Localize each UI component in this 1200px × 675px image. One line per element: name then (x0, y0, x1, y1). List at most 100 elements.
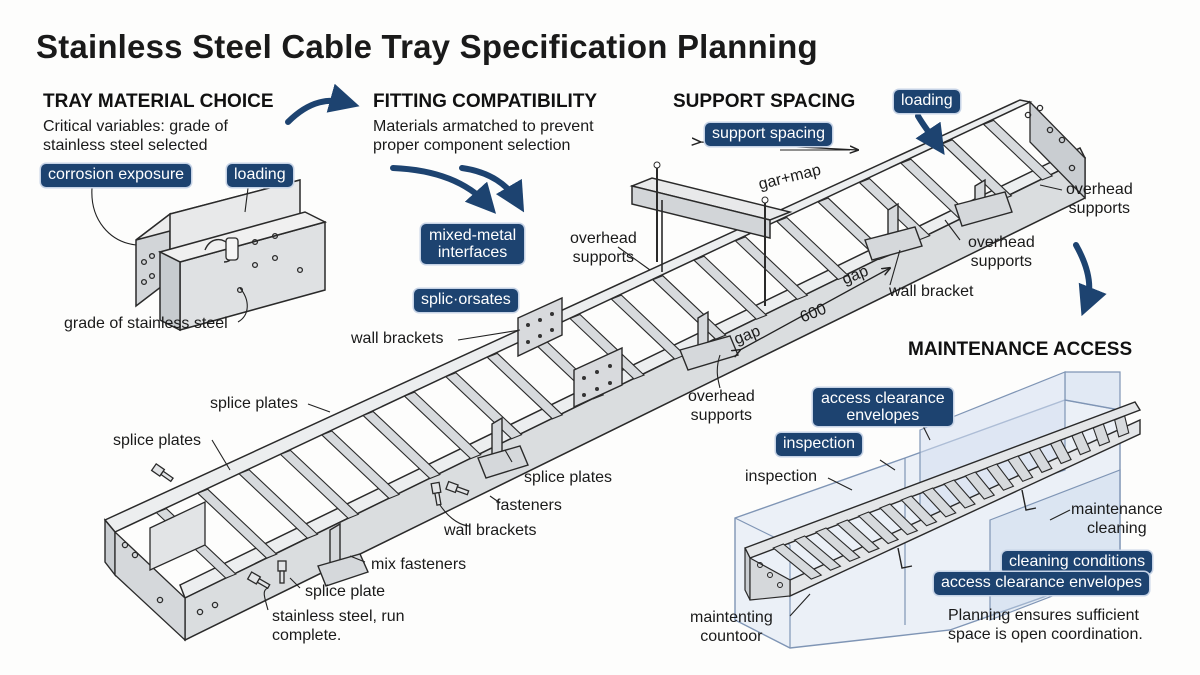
callout-overhead-line1: overhead (968, 234, 1035, 251)
callout-splice-plates-b: splice plates (113, 432, 202, 449)
tray-rung (941, 139, 1013, 201)
tray-rung (879, 503, 919, 536)
fitting-description-line1: Materials armatched to prevent (373, 118, 594, 135)
callout-run-complete-line1: stainless steel, run (272, 608, 405, 625)
tag-support-spacing: support spacing (705, 123, 832, 146)
main-tray-rungs (155, 119, 1054, 579)
tray-rung (943, 479, 976, 509)
callout-mix-fasteners: mix fasteners (371, 556, 467, 573)
tray-rung (814, 527, 861, 562)
tag-mixed-metal-line1: mixed-metal (429, 227, 517, 244)
section-heading-material: TRAY MATERIAL CHOICE (43, 91, 274, 112)
callout-overhead-line1: overhead (688, 388, 755, 405)
tray-rung (1071, 431, 1092, 456)
main-ladder-tray (103, 99, 1087, 642)
label-inspection: inspection (745, 468, 818, 485)
callout-overhead-supports-bottom: overhead supports (688, 387, 755, 425)
tray-rung (320, 430, 401, 500)
tray-rung (1028, 447, 1053, 474)
callout-overhead-supports-right-top: overhead supports (1066, 180, 1133, 218)
tray-rung (486, 352, 564, 420)
maintenance-note-line2: space is open coordination. (948, 626, 1143, 643)
label-maintenance-line2: cleaning (1087, 520, 1147, 537)
tray-rung (1007, 455, 1034, 483)
callout-overhead-supports-mid: overhead supports (570, 229, 637, 267)
label-grade-of-stainless-steel: grade of stainless steel (64, 315, 228, 332)
section-heading-fitting: FITTING COMPATIBILITY (373, 91, 598, 112)
callout-overhead-line2: supports (572, 249, 635, 266)
tray-rung (964, 471, 996, 500)
callout-splice-plates-a: splice plates (210, 395, 299, 412)
tray-rung (444, 372, 523, 440)
tray-rung (775, 216, 850, 281)
tray-rung (836, 519, 880, 554)
tag-cleaning-conditions: cleaning conditions (1002, 551, 1153, 574)
tag-mixed-metal-line2: interfaces (437, 244, 508, 261)
tag-splice-plates: splic·orsates (414, 289, 518, 312)
tray-rung (900, 495, 938, 527)
flow-arrows (285, 83, 1107, 317)
tray-rung (651, 275, 727, 340)
leader-lines (91, 149, 1071, 617)
tray-rung (982, 119, 1054, 181)
fitting-description-line2: proper component selection (373, 137, 571, 154)
tag-inspection: inspection (776, 433, 863, 456)
callout-splice-plate: splice plate (305, 583, 386, 600)
callout-overhead-line1: overhead (570, 230, 637, 247)
label-contour-line2: countoor (700, 628, 763, 645)
callout-splice-plates-c: splice plates (524, 469, 613, 486)
tray-rung (279, 449, 360, 520)
tag-loading-support: loading (894, 90, 960, 113)
tag-access-clearance-envelopes-bottom: access clearance envelopes (934, 572, 1150, 595)
tag-envelopes-line2: envelopes (846, 407, 920, 424)
label-maintenting-countoor: maintenting countoor (690, 608, 773, 646)
callout-overhead-line2: supports (1068, 200, 1131, 217)
maintenance-tray (744, 401, 1142, 601)
callout-overhead-line1: overhead (1066, 181, 1133, 198)
callout-overhead-line2: supports (690, 407, 753, 424)
splice-plate-lower (573, 346, 623, 409)
callout-wall-bracket: wall bracket (889, 283, 974, 300)
maintenance-note-line1: Planning ensures sufficient (948, 607, 1139, 624)
tray-rung (772, 543, 823, 580)
tray-rung (921, 487, 957, 518)
tag-loading-material: loading (227, 164, 293, 187)
callout-run-complete-line2: complete. (272, 627, 342, 644)
callout-overhead-supports-right-mid: overhead supports (968, 233, 1035, 271)
tray-cross-section (135, 179, 328, 332)
material-description-line1: Critical variables: grade of (43, 118, 228, 135)
tray-rung (793, 535, 842, 571)
overhead-support-frame (629, 161, 793, 306)
callout-wall-brackets-upper: wall brackets (351, 330, 444, 347)
tray-rung (693, 255, 768, 320)
label-maintenance-line1: maintenance (1071, 501, 1163, 518)
tag-mixed-metal-interfaces: mixed-metal interfaces (421, 224, 525, 264)
callout-wall-brackets-lower: wall brackets (444, 522, 537, 539)
callout-overhead-line2: supports (970, 253, 1033, 270)
tray-rung (403, 391, 482, 460)
tray-rung (1092, 423, 1111, 447)
tray-rung (238, 469, 319, 539)
tray-rung (985, 463, 1015, 491)
callout-fasteners: fasteners (496, 497, 562, 514)
tray-rung (734, 236, 809, 301)
tray-rung (1114, 415, 1130, 438)
tray-rung (1049, 439, 1072, 465)
label-contour-line1: maintenting (690, 609, 773, 626)
tray-rung (857, 511, 900, 545)
label-maintenance-cleaning: maintenance cleaning (1071, 500, 1163, 538)
section-heading-support: SUPPORT SPACING (673, 91, 856, 112)
page-title: Stainless Steel Cable Tray Specification… (36, 28, 818, 65)
splice-plate-upper (517, 296, 563, 358)
loose-fasteners (150, 462, 470, 590)
tag-corrosion-exposure: corrosion exposure (41, 164, 192, 187)
section-heading-maintenance: MAINTENANCE ACCESS (908, 339, 1133, 360)
material-description-line2: stainless steel selected (43, 137, 208, 154)
tag-access-clearance-envelopes: access clearance envelopes (813, 388, 953, 426)
tray-rung (362, 410, 441, 480)
tag-envelopes-line1: access clearance (821, 390, 945, 407)
tray-rung (196, 488, 278, 559)
maintenance-tray-rungs (772, 415, 1130, 580)
